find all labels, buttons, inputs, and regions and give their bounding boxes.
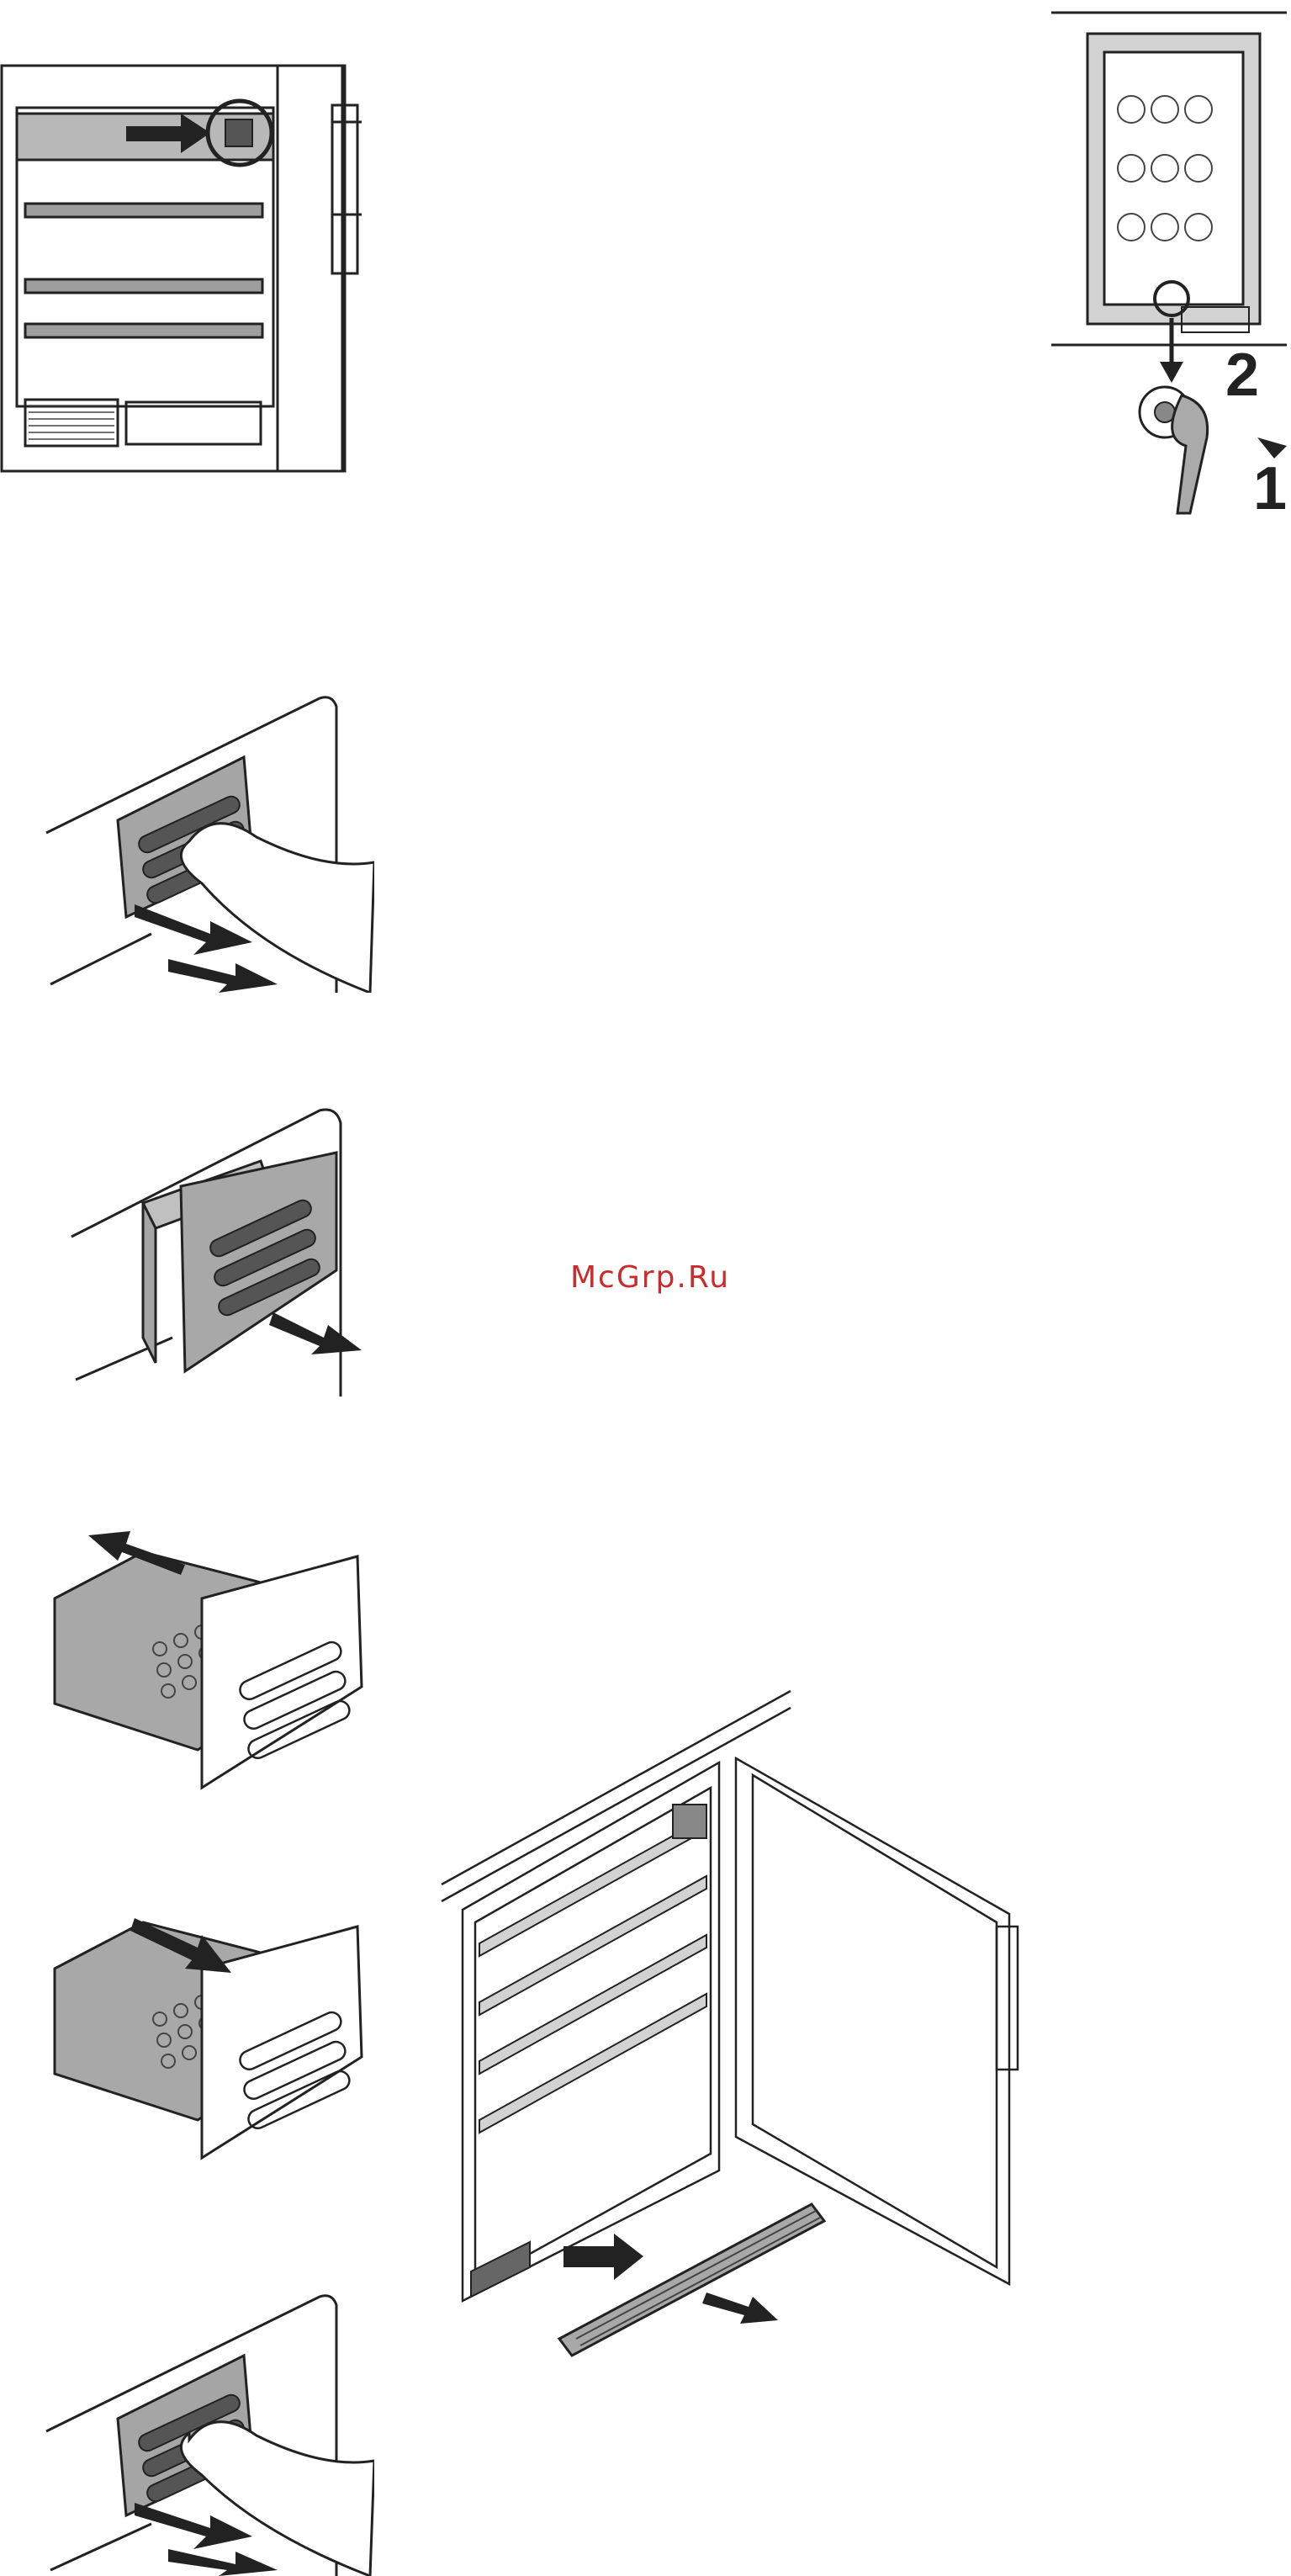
grille-removal-icon — [63, 1085, 374, 1397]
filter-out-figure — [50, 1497, 374, 1800]
filter-cartridge-out-icon — [50, 1497, 374, 1800]
filter-in-figure — [50, 1876, 374, 2179]
finger-press-grille-icon — [42, 681, 374, 993]
vent-pull-figure — [63, 1085, 374, 1397]
finger-press-grille-icon-2 — [42, 2280, 374, 2576]
cabinet-plinth-illustration — [437, 1683, 1026, 2389]
fridge-front-illustration — [0, 59, 370, 480]
vent-press-figure-2 — [42, 2280, 374, 2576]
vent-press-figure-1 — [42, 681, 374, 993]
step-1-label: 1 — [1253, 458, 1287, 519]
lock-figure: 2 1 — [1047, 0, 1291, 547]
fridge-open-front-figure — [0, 59, 370, 480]
step-2-label: 2 — [1225, 345, 1259, 405]
filter-cartridge-in-icon — [50, 1876, 374, 2179]
cabinet-plinth-figure — [437, 1683, 1026, 2389]
watermark: McGrp.Ru — [562, 1260, 738, 1295]
